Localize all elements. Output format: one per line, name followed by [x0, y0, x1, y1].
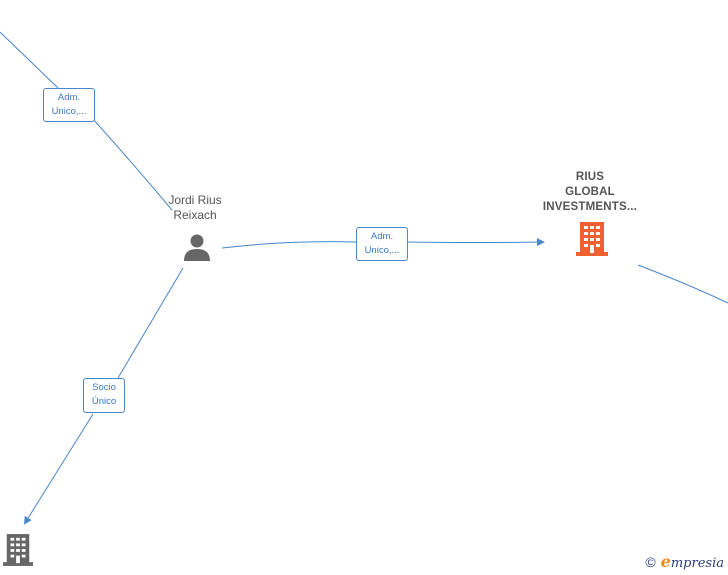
person-name-line2: Reixach — [173, 208, 217, 222]
edge-label-person-company[interactable]: Adm. Unico,... — [356, 227, 408, 261]
copyright-symbol: © — [645, 553, 656, 570]
edge-label-line2: Único — [91, 396, 117, 407]
person-icon[interactable] — [182, 233, 212, 261]
brand-rest: mpresia — [670, 556, 724, 571]
brand-initial: e — [660, 552, 671, 571]
edge-line-top-left — [0, 31, 173, 211]
edge-label-line1: Adm. — [57, 92, 81, 103]
building-icon[interactable] — [3, 533, 33, 567]
edge-line-person-bottom — [25, 267, 184, 523]
edge-label-line2: Unico,... — [51, 106, 87, 117]
person-name-line1: Jordi Rius — [168, 193, 222, 207]
company-name: RIUS GLOBAL INVESTMENTS... — [530, 170, 650, 215]
edge-label-person-bottom[interactable]: Socio Único — [83, 378, 125, 413]
company-name-line2: GLOBAL — [565, 186, 615, 198]
brand-logo: empresia — [661, 552, 724, 571]
edge-label-line2: Unico,... — [364, 245, 400, 256]
edge-line-person-company — [221, 242, 543, 248]
edge-label-line1: Socio — [92, 382, 116, 393]
watermark: © empresia — [645, 552, 724, 571]
building-icon[interactable] — [576, 222, 608, 256]
company-name-line3: INVESTMENTS... — [542, 201, 638, 213]
person-name: Jordi Rius Reixach — [150, 193, 240, 223]
company-name-line1: RIUS — [575, 171, 605, 183]
edge-label-top-left[interactable]: Adm. Unico,... — [43, 88, 95, 122]
edge-label-line1: Adm. — [370, 231, 394, 242]
edge-line-company-right — [637, 264, 728, 304]
